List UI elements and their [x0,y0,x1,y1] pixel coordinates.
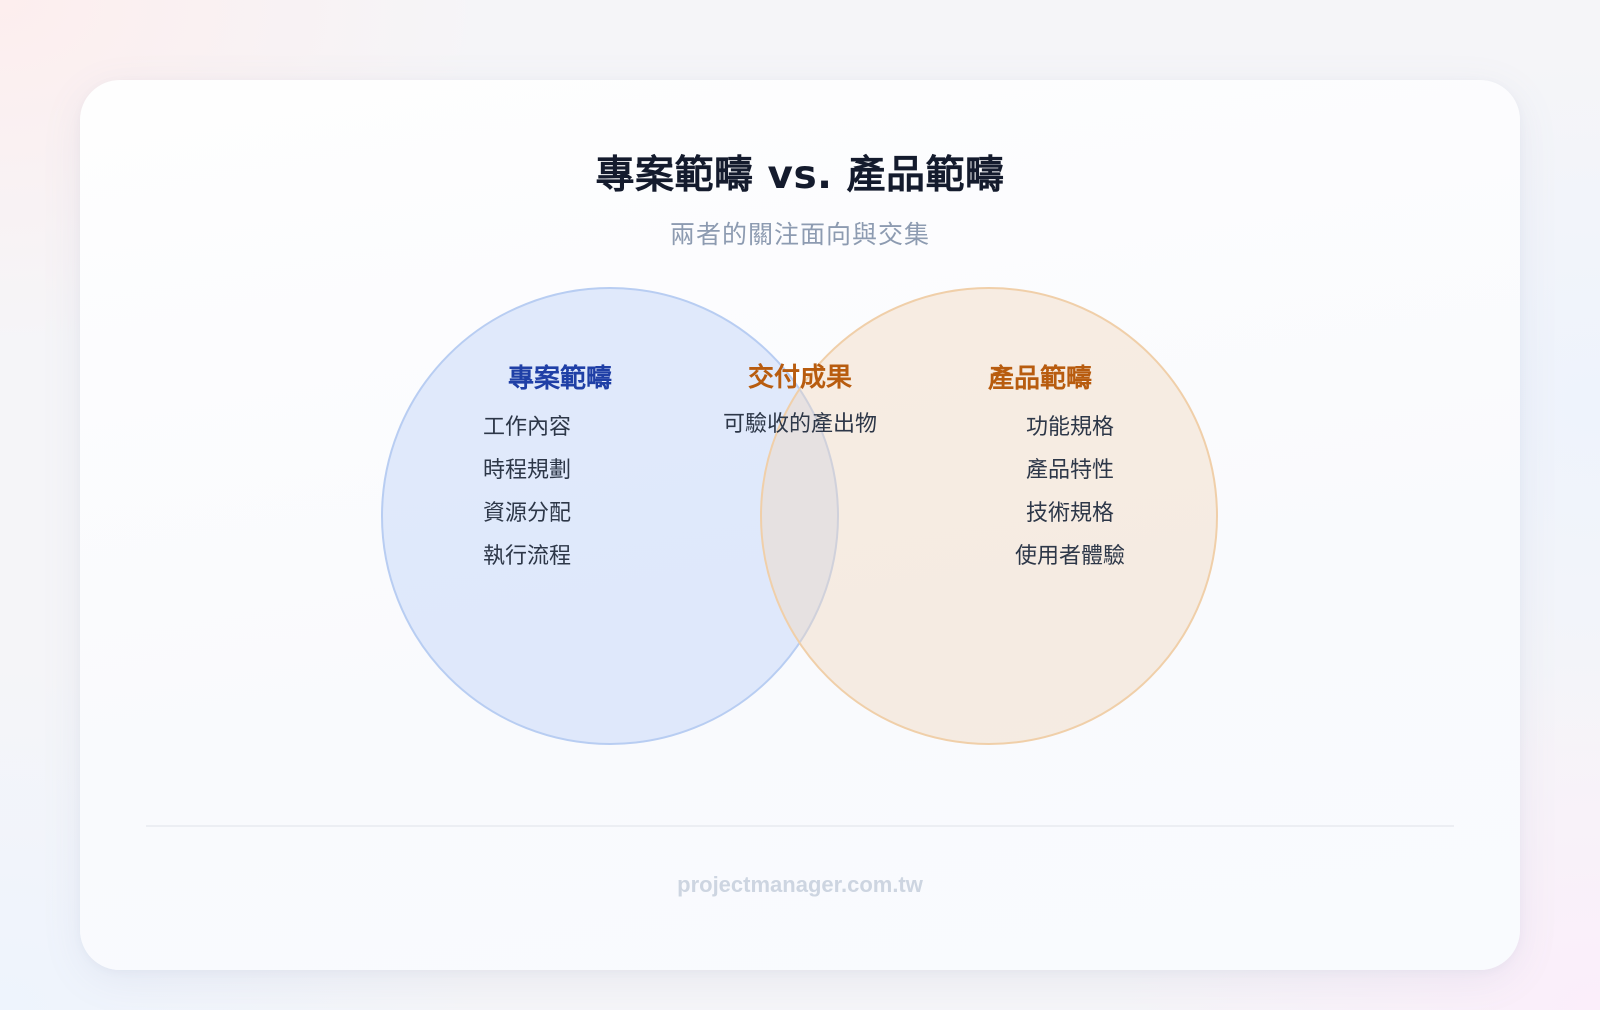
product-scope-items: 功能規格 產品特性 技術規格 使用者體驗 [1015,416,1125,588]
list-item: 資源分配 [483,501,572,526]
list-item: 工作內容 [483,415,572,440]
footer-divider [146,825,1454,827]
product-scope-circle [760,287,1218,745]
project-scope-label: 專案範疇 [507,364,613,394]
page-title: 專案範疇 vs. 產品範疇 [595,153,1005,198]
list-item: 技術規格 [1025,501,1115,526]
list-item: 功能規格 [1025,415,1115,440]
list-item: 執行流程 [483,544,572,569]
list-item: 使用者體驗 [1014,544,1126,569]
list-item: 產品特性 [1025,458,1115,483]
diagram-card: 專案範疇 vs. 產品範疇 兩者的關注面向與交集 專案範疇 交付成果 產品範疇 … [80,80,1520,970]
product-scope-label: 產品範疇 [987,364,1093,394]
intersection-label: 交付成果 [747,363,853,393]
project-scope-items: 工作內容 時程規劃 資源分配 執行流程 [483,416,571,588]
list-item: 時程規劃 [483,458,572,483]
source-watermark: projectmanager.com.tw [677,872,923,897]
page-subtitle: 兩者的關注面向與交集 [669,220,930,249]
intersection-description: 可驗收的產出物 [722,412,878,437]
